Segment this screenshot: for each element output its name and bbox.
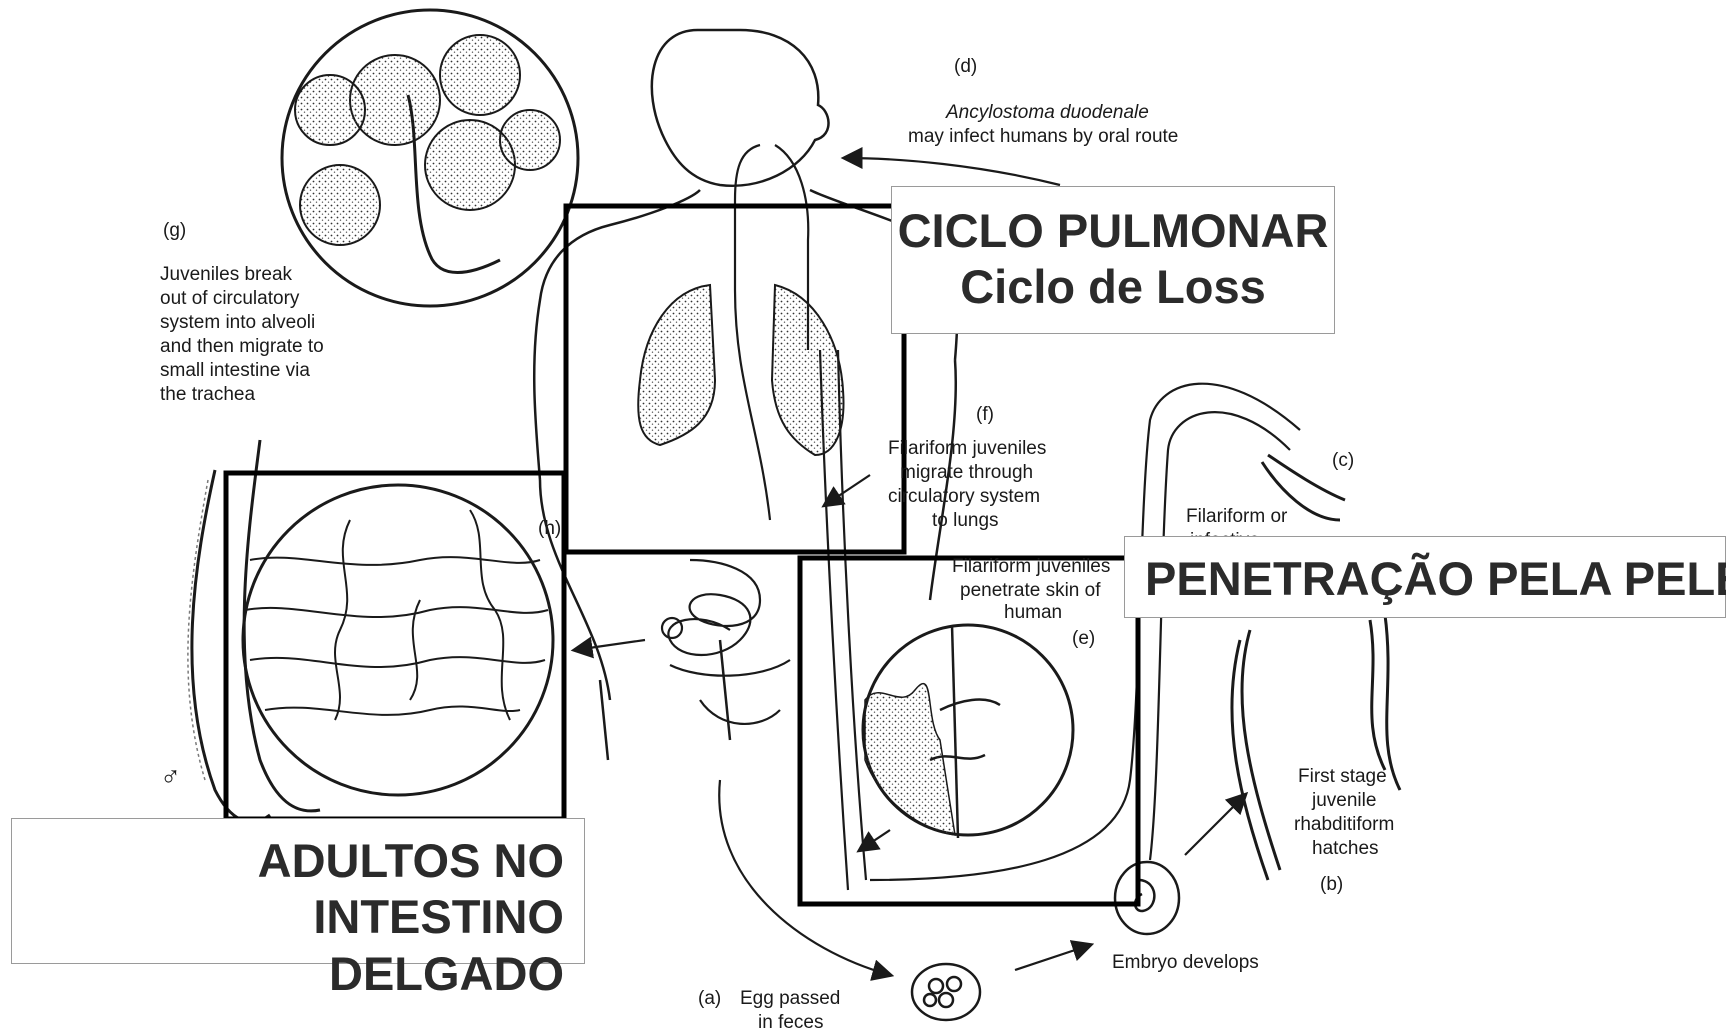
stage-g-line1: Juveniles break (160, 264, 293, 285)
inset-intestine-villi (243, 485, 553, 795)
stage-d-tag: (d) (954, 56, 977, 77)
stage-f-line1: Filariform juveniles (888, 438, 1046, 459)
stage-b-tag: (b) (1320, 874, 1343, 895)
stage-g-line3: system into alveoli (160, 312, 315, 333)
stage-e-tag: (e) (1072, 628, 1095, 649)
stage-b-line4: hatches (1312, 838, 1379, 859)
stage-e-line2: penetrate skin of (960, 580, 1101, 601)
stage-f-line3: circulatory system (888, 486, 1040, 507)
stage-b-line1: First stage (1298, 766, 1387, 787)
stage-g-tag: (g) (163, 220, 186, 241)
title-ciclo-pulmonar: CICLO PULMONAR Ciclo de Loss (891, 186, 1335, 334)
stage-h-tag: (h) (538, 518, 561, 539)
stage-g-line6: the trachea (160, 384, 255, 405)
stage-f-line4: to lungs (932, 510, 999, 531)
stage-a-line2: in feces (758, 1012, 823, 1033)
inset-alveoli (282, 10, 578, 306)
stage-g-line4: and then migrate to (160, 336, 324, 357)
embryo-label: Embryo develops (1112, 952, 1259, 973)
stage-g-line5: small intestine via (160, 360, 310, 381)
stage-a-tag: (a) (698, 988, 721, 1009)
title-adultos-intestino: ADULTOS NO INTESTINO DELGADO (11, 818, 585, 964)
title-penetracao-pele: PENETRAÇÃO PELA PELE (1124, 536, 1726, 618)
stage-b-line3: rhabditiform (1294, 814, 1394, 835)
male-symbol: ♂ (160, 761, 181, 792)
stage-d-line2: may infect humans by oral route (908, 126, 1178, 147)
stage-a-line1: Egg passed (740, 988, 840, 1009)
stage-b-line2: juvenile (1311, 790, 1376, 811)
title-ciclo-pulmonar-line2: Ciclo de Loss (892, 259, 1334, 315)
stage-g-line2: out of circulatory (160, 288, 300, 309)
stage-f-tag: (f) (976, 404, 994, 425)
stage-f-line2: migrate through (900, 462, 1033, 483)
stage-e-line1: Filariform juveniles (952, 556, 1110, 577)
title-adultos-line1: ADULTOS NO INTESTINO (12, 833, 564, 946)
stage-e-line3: human (1004, 602, 1062, 623)
stage-d-line1: Ancylostoma duodenale (945, 102, 1149, 123)
inset-skin (863, 625, 1073, 838)
stage-c-line1: Filariform or (1186, 506, 1288, 527)
title-adultos-line2: DELGADO (12, 946, 564, 1002)
stage-c-tag: (c) (1332, 450, 1354, 471)
title-ciclo-pulmonar-line1: CICLO PULMONAR (892, 203, 1334, 259)
